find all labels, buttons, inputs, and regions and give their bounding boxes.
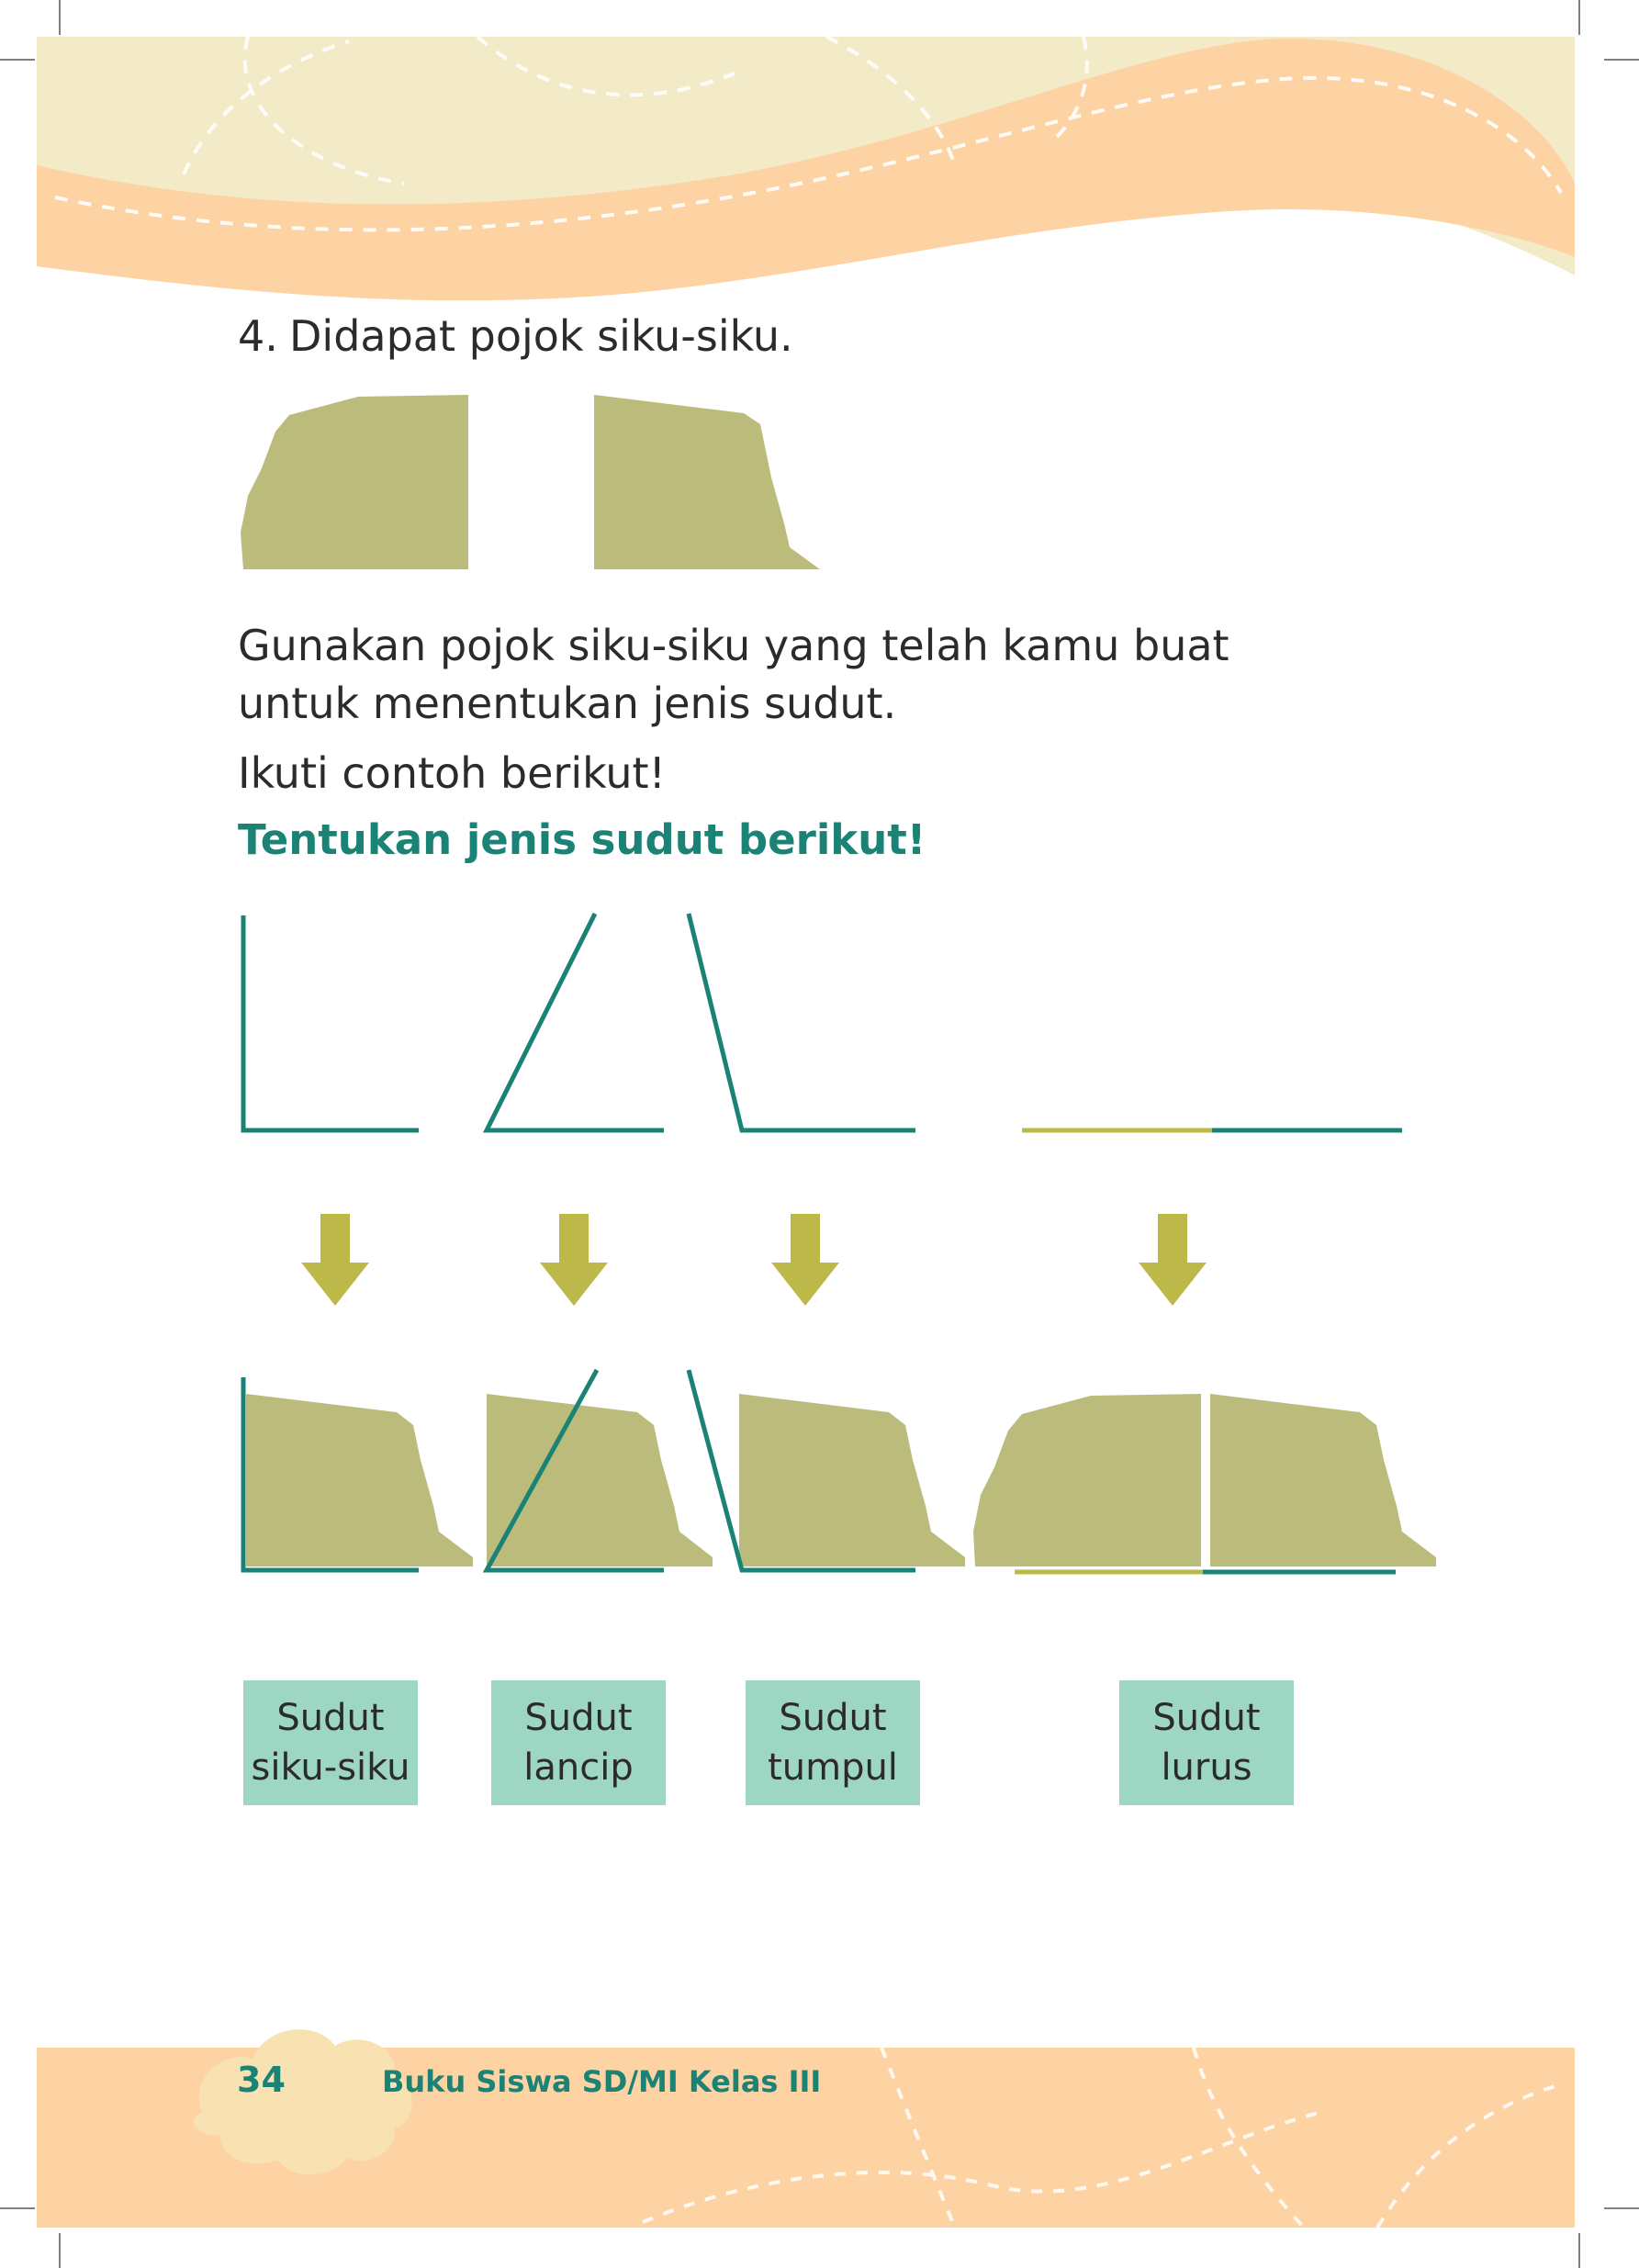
paper-piece-left (241, 395, 468, 569)
label-line: lancip (523, 1746, 634, 1789)
label-line: lurus (1161, 1746, 1252, 1789)
instruction-line-3: Ikuti contoh berikut! (238, 748, 666, 798)
down-arrow-icon (540, 1214, 608, 1306)
instruction-line-1: Gunakan pojok siku-siku yang telah kamu … (238, 621, 1229, 670)
cloud-icon (193, 2029, 412, 2175)
header-decoration (37, 35, 1575, 301)
label-line: tumpul (768, 1746, 898, 1789)
obtuse-angle-figure (686, 913, 915, 1133)
folded-paper-illustration (241, 395, 820, 569)
acute-angle-check (482, 1368, 713, 1573)
book-title: Buku Siswa SD/MI Kelas III (382, 2064, 822, 2099)
paper-piece-right (594, 395, 820, 569)
instruction-line-2: untuk menentukan jenis sudut. (238, 679, 897, 728)
down-arrow-icon (1139, 1214, 1207, 1306)
step-text: Didapat pojok siku-siku. (289, 311, 793, 361)
label-line: Sudut (1152, 1697, 1261, 1739)
label-right-angle: Sudut siku-siku (243, 1680, 418, 1805)
label-line: siku-siku (251, 1746, 410, 1789)
obtuse-angle-check (686, 1369, 965, 1573)
label-obtuse-angle: Sudut tumpul (746, 1680, 920, 1805)
label-line: Sudut (276, 1697, 385, 1739)
acute-angle-figure (482, 912, 664, 1133)
step-number: 4. (238, 311, 278, 361)
label-line: Sudut (524, 1697, 633, 1739)
exercise-heading: Tentukan jenis sudut berikut! (238, 815, 926, 864)
page-number: 34 (237, 2060, 286, 2100)
label-straight-angle: Sudut lurus (1119, 1680, 1294, 1805)
down-arrow-icon (301, 1214, 369, 1306)
angle-figures (241, 912, 1436, 1575)
step-4: 4.Didapat pojok siku-siku. (238, 309, 793, 364)
right-angle-check (241, 1377, 473, 1573)
down-arrow-icon (771, 1214, 839, 1306)
label-acute-angle: Sudut lancip (491, 1680, 666, 1805)
straight-angle-check (973, 1394, 1436, 1575)
right-angle-figure (241, 915, 419, 1133)
label-line: Sudut (779, 1697, 887, 1739)
